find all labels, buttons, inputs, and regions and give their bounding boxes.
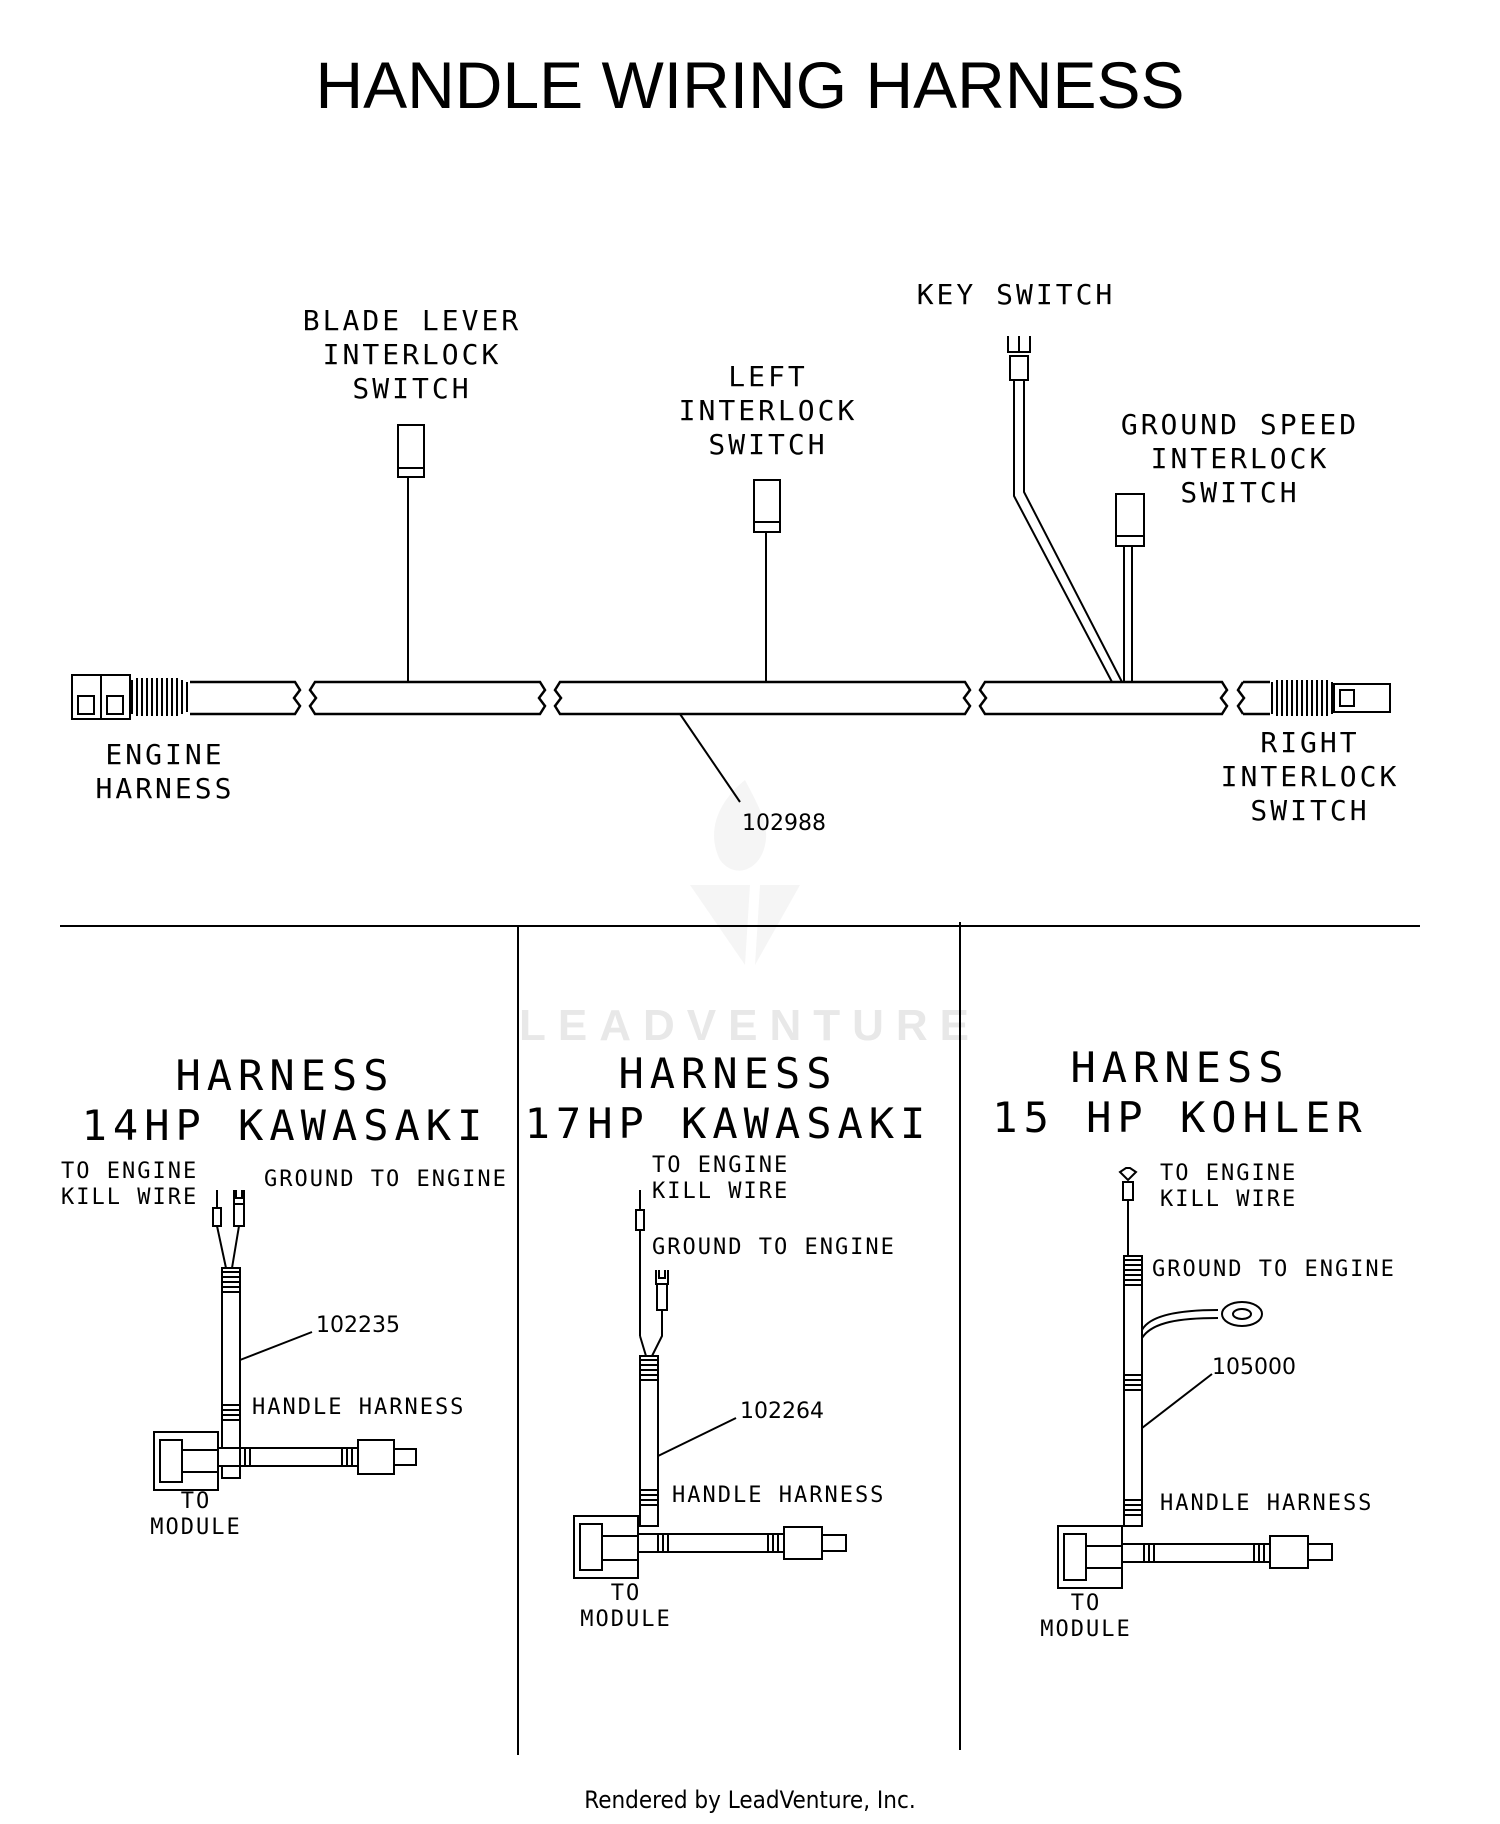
svg-text:102235: 102235 [316, 1313, 400, 1338]
svg-text:HANDLE HARNESS: HANDLE HARNESS [672, 1483, 885, 1508]
svg-text:TO ENGINE: TO ENGINE [61, 1159, 198, 1184]
svg-text:MODULE: MODULE [580, 1607, 671, 1632]
svg-text:KILL WIRE: KILL WIRE [1160, 1187, 1297, 1212]
main-part-leader [679, 713, 741, 803]
main-part-number: 102988 [742, 811, 826, 836]
svg-text:105000: 105000 [1212, 1355, 1296, 1380]
v3-handle-connector [1269, 1535, 1309, 1569]
svg-text:KEY SWITCH: KEY SWITCH [917, 278, 1116, 311]
svg-text:LEFT: LEFT [728, 360, 807, 393]
svg-text:INTERLOCK: INTERLOCK [1151, 442, 1330, 475]
label-right-interlock-switch: RIGHT INTERLOCK SWITCH [1221, 726, 1400, 827]
svg-text:SWITCH: SWITCH [1180, 476, 1299, 509]
svg-text:TO ENGINE: TO ENGINE [1160, 1161, 1297, 1186]
left-interlock-switch-connector [753, 479, 781, 533]
blade-lever-switch-connector [397, 424, 425, 478]
svg-text:INTERLOCK: INTERLOCK [1221, 760, 1400, 793]
svg-text:INTERLOCK: INTERLOCK [679, 394, 858, 427]
footer-credit: Rendered by LeadVenture, Inc. [584, 1786, 915, 1814]
svg-text:GROUND TO ENGINE: GROUND TO ENGINE [264, 1167, 508, 1192]
svg-text:KILL WIRE: KILL WIRE [652, 1179, 789, 1204]
svg-text:14HP KAWASAKI: 14HP KAWASAKI [82, 1101, 489, 1150]
svg-text:MODULE: MODULE [150, 1515, 241, 1540]
v1-handle-connector [357, 1439, 395, 1475]
svg-text:HARNESS: HARNESS [1070, 1043, 1289, 1092]
svg-text:102264: 102264 [740, 1399, 824, 1424]
svg-text:INTERLOCK: INTERLOCK [323, 338, 502, 371]
svg-text:HANDLE HARNESS: HANDLE HARNESS [1160, 1491, 1373, 1516]
variant-14hp-kawasaki: HARNESS 14HP KAWASAKI [61, 1051, 508, 1540]
engine-harness-boot [131, 678, 188, 716]
svg-text:HARNESS: HARNESS [175, 1051, 394, 1100]
svg-text:15 HP KOHLER: 15 HP KOHLER [992, 1093, 1367, 1142]
svg-text:RIGHT: RIGHT [1260, 726, 1359, 759]
v3-ground-ring-terminal [1221, 1301, 1263, 1327]
svg-text:ENGINE: ENGINE [105, 738, 224, 771]
svg-text:TO ENGINE: TO ENGINE [652, 1153, 789, 1178]
label-blade-lever-switch: BLADE LEVER INTERLOCK SWITCH [303, 304, 521, 405]
svg-text:HANDLE HARNESS: HANDLE HARNESS [252, 1395, 465, 1420]
svg-text:GROUND SPEED: GROUND SPEED [1121, 408, 1359, 441]
label-key-switch: KEY SWITCH [917, 278, 1116, 311]
variant-17hp-kawasaki: HARNESS 17HP KAWASAKI TO ENGINE KILL [525, 1049, 932, 1632]
label-engine-harness: ENGINE HARNESS [95, 738, 234, 805]
watermark-text: LEADVENTURE [519, 1001, 981, 1050]
svg-text:17HP KAWASAKI: 17HP KAWASAKI [525, 1099, 932, 1148]
svg-text:GROUND TO ENGINE: GROUND TO ENGINE [652, 1235, 896, 1260]
key-switch-terminal [1009, 355, 1029, 381]
svg-text:HARNESS: HARNESS [618, 1049, 837, 1098]
svg-text:SWITCH: SWITCH [708, 428, 827, 461]
main-harness [71, 336, 1391, 803]
page-title: HANDLE WIRING HARNESS [315, 48, 1184, 122]
svg-text:SWITCH: SWITCH [1250, 794, 1369, 827]
svg-text:GROUND TO ENGINE: GROUND TO ENGINE [1152, 1257, 1396, 1282]
label-ground-speed-switch: GROUND SPEED INTERLOCK SWITCH [1121, 408, 1359, 509]
ground-speed-switch-connector [1115, 493, 1145, 547]
svg-text:HARNESS: HARNESS [95, 772, 234, 805]
svg-text:TO: TO [181, 1489, 212, 1514]
svg-text:SWITCH: SWITCH [352, 372, 471, 405]
main-cable [190, 680, 1270, 716]
right-interlock-boot [1271, 680, 1333, 716]
watermark-logo [690, 780, 800, 965]
svg-text:KILL WIRE: KILL WIRE [61, 1185, 198, 1210]
svg-text:TO: TO [611, 1581, 642, 1606]
svg-text:MODULE: MODULE [1040, 1617, 1131, 1642]
variant-15hp-kohler: HARNESS 15 HP KOHLER [992, 1043, 1396, 1642]
svg-text:BLADE LEVER: BLADE LEVER [303, 304, 521, 337]
svg-text:TO: TO [1071, 1591, 1102, 1616]
label-left-interlock-switch: LEFT INTERLOCK SWITCH [679, 360, 858, 461]
v2-handle-connector [783, 1526, 823, 1560]
